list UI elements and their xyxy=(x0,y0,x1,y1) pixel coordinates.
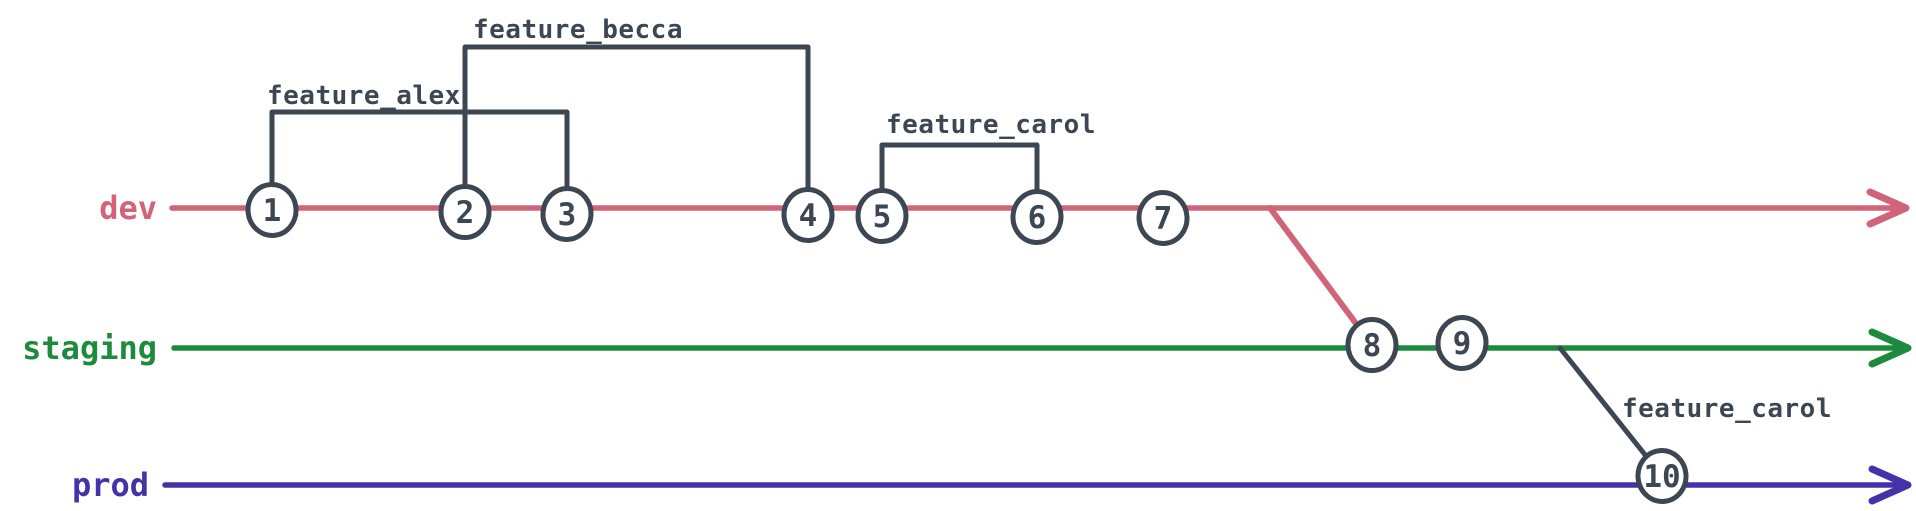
commit-number-9: 9 xyxy=(1453,326,1472,362)
commit-number-4: 4 xyxy=(799,198,818,234)
commit-node-1 xyxy=(245,182,299,238)
feature-bracket-feature_becca xyxy=(462,44,811,218)
branch-label-staging: staging xyxy=(22,329,157,367)
commit-node-6 xyxy=(1010,189,1064,245)
branch-label-prod: prod xyxy=(72,466,149,504)
commit-number-2: 2 xyxy=(456,195,475,231)
branch-label-dev: dev xyxy=(99,189,157,227)
feature-label-feature_becca: feature_becca xyxy=(473,15,683,45)
commit-number-5: 5 xyxy=(873,199,892,235)
commit-number-3: 3 xyxy=(558,197,577,233)
commit-node-10 xyxy=(1635,448,1689,504)
feature-label-feature_carol: feature_carol xyxy=(886,110,1096,140)
merge-line-dev-to-commit-8 xyxy=(1267,205,1375,348)
commit-number-10: 10 xyxy=(1643,459,1680,495)
commit-node-7 xyxy=(1136,190,1190,246)
commit-node-5 xyxy=(855,188,909,244)
commit-number-6: 6 xyxy=(1028,200,1047,236)
commit-node-9 xyxy=(1435,315,1489,371)
commit-node-2 xyxy=(438,184,492,240)
branch-arrow-prod-icon xyxy=(1868,465,1912,505)
commit-number-1: 1 xyxy=(263,193,282,229)
commit-number-8: 8 xyxy=(1363,328,1382,364)
commit-node-3 xyxy=(540,186,594,242)
feature-label-feature_alex: feature_alex xyxy=(267,81,461,111)
commit-node-4 xyxy=(781,187,835,243)
feature-bracket-feature_carol xyxy=(879,142,1040,220)
commit-node-8 xyxy=(1345,317,1399,373)
commit-number-7: 7 xyxy=(1154,201,1173,237)
feature-bracket-feature_alex xyxy=(269,109,570,217)
branch-arrow-dev-icon xyxy=(1866,188,1910,228)
branch-arrow-staging-icon xyxy=(1868,328,1912,368)
merge-branch-label: feature_carol xyxy=(1622,394,1832,424)
